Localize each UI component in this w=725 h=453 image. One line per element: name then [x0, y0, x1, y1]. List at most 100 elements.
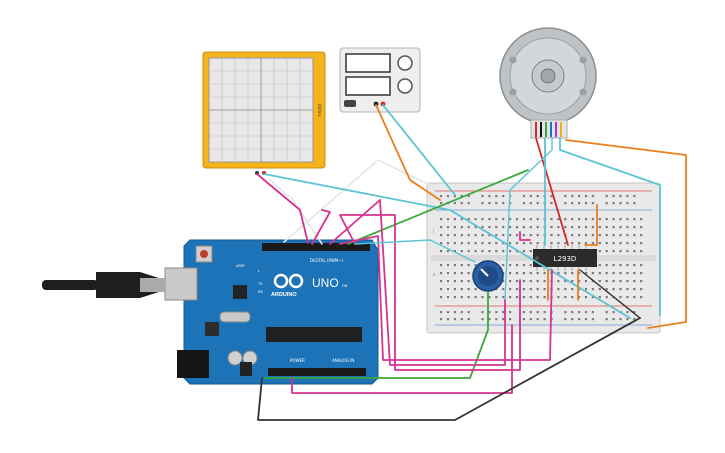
arduino-uno[interactable]: DIGITAL (PWM~) POWER ANALOG IN AREF ARDU… — [42, 239, 379, 385]
breadboard-hole[interactable] — [584, 272, 588, 275]
breadboard-hole[interactable] — [584, 288, 588, 291]
breadboard-hole[interactable] — [488, 318, 491, 321]
breadboard-hole[interactable] — [440, 195, 443, 198]
breadboard-hole[interactable] — [605, 202, 608, 205]
breadboard-hole[interactable] — [605, 242, 608, 245]
breadboard-hole[interactable] — [633, 234, 636, 237]
breadboard-hole[interactable] — [543, 318, 546, 321]
breadboard-hole[interactable] — [440, 280, 443, 283]
breadboard-hole[interactable] — [474, 242, 477, 245]
breadboard-hole[interactable] — [529, 195, 532, 198]
breadboard-hole[interactable] — [502, 195, 505, 198]
breadboard-hole[interactable] — [522, 218, 525, 221]
breadboard-hole[interactable] — [626, 234, 629, 237]
breadboard-hole[interactable] — [495, 202, 498, 205]
breadboard-hole[interactable] — [619, 242, 622, 245]
breadboard-hole[interactable] — [460, 311, 463, 314]
breadboard-hole[interactable] — [598, 218, 601, 221]
breadboard-hole[interactable] — [440, 264, 443, 267]
breadboard-hole[interactable] — [557, 280, 560, 283]
breadboard-hole[interactable] — [598, 226, 601, 229]
breadboard-hole[interactable] — [605, 250, 608, 253]
breadboard-hole[interactable] — [536, 242, 539, 245]
breadboard-hole[interactable] — [440, 202, 443, 205]
oscilloscope[interactable]: 100ms — [202, 51, 326, 175]
breadboard-hole[interactable] — [474, 264, 477, 267]
breadboard-hole[interactable] — [446, 195, 450, 198]
breadboard-hole[interactable] — [502, 234, 505, 237]
breadboard-hole[interactable] — [495, 250, 498, 253]
breadboard-hole[interactable] — [619, 218, 622, 221]
breadboard-hole[interactable] — [467, 250, 470, 253]
breadboard-hole[interactable] — [522, 318, 525, 321]
breadboard-hole[interactable] — [529, 226, 532, 229]
breadboard-hole[interactable] — [605, 318, 608, 321]
breadboard-hole[interactable] — [440, 226, 443, 229]
breadboard-hole[interactable] — [598, 280, 601, 283]
breadboard-hole[interactable] — [640, 296, 643, 299]
breadboard-hole[interactable] — [515, 296, 519, 299]
breadboard-hole[interactable] — [557, 288, 560, 291]
breadboard-hole[interactable] — [495, 311, 498, 314]
breadboard-hole[interactable] — [502, 318, 505, 321]
breadboard-hole[interactable] — [584, 218, 588, 221]
breadboard-hole[interactable] — [440, 296, 443, 299]
breadboard-hole[interactable] — [515, 272, 519, 275]
breadboard-hole[interactable] — [543, 280, 546, 283]
breadboard-hole[interactable] — [578, 288, 581, 291]
breadboard-hole[interactable] — [488, 226, 491, 229]
breadboard-hole[interactable] — [446, 272, 450, 275]
breadboard-hole[interactable] — [460, 264, 463, 267]
breadboard-hole[interactable] — [619, 318, 622, 321]
breadboard-hole[interactable] — [529, 288, 532, 291]
breadboard-hole[interactable] — [467, 202, 470, 205]
breadboard-hole[interactable] — [557, 296, 560, 299]
breadboard-hole[interactable] — [467, 234, 470, 237]
breadboard-hole[interactable] — [460, 288, 463, 291]
breadboard-hole[interactable] — [564, 280, 567, 283]
breadboard-hole[interactable] — [488, 296, 491, 299]
breadboard-hole[interactable] — [488, 234, 491, 237]
breadboard-hole[interactable] — [460, 195, 463, 198]
breadboard-hole[interactable] — [536, 296, 539, 299]
breadboard-hole[interactable] — [515, 280, 519, 283]
breadboard-hole[interactable] — [591, 226, 594, 229]
breadboard-hole[interactable] — [564, 202, 567, 205]
breadboard-hole[interactable] — [474, 218, 477, 221]
breadboard-hole[interactable] — [509, 318, 512, 321]
breadboard-hole[interactable] — [633, 264, 636, 267]
breadboard-hole[interactable] — [502, 288, 505, 291]
breadboard-hole[interactable] — [495, 195, 498, 198]
breadboard-hole[interactable] — [619, 296, 622, 299]
breadboard-hole[interactable] — [536, 218, 539, 221]
breadboard-hole[interactable] — [446, 234, 450, 237]
breadboard-hole[interactable] — [619, 288, 622, 291]
l293d-driver[interactable]: L293D — [533, 245, 597, 271]
breadboard-hole[interactable] — [522, 272, 525, 275]
breadboard-hole[interactable] — [502, 296, 505, 299]
breadboard-hole[interactable] — [598, 272, 601, 275]
breadboard-hole[interactable] — [619, 272, 622, 275]
breadboard-hole[interactable] — [515, 242, 519, 245]
breadboard-hole[interactable] — [522, 311, 525, 314]
breadboard-hole[interactable] — [626, 218, 629, 221]
breadboard-hole[interactable] — [619, 202, 622, 205]
breadboard-hole[interactable] — [460, 218, 463, 221]
breadboard-hole[interactable] — [633, 202, 636, 205]
breadboard-hole[interactable] — [529, 242, 532, 245]
breadboard-hole[interactable] — [564, 226, 567, 229]
breadboard-hole[interactable] — [605, 234, 608, 237]
breadboard-hole[interactable] — [626, 288, 629, 291]
breadboard-hole[interactable] — [605, 288, 608, 291]
breadboard-hole[interactable] — [633, 250, 636, 253]
breadboard-hole[interactable] — [440, 242, 443, 245]
breadboard-hole[interactable] — [564, 218, 567, 221]
breadboard-hole[interactable] — [502, 280, 505, 283]
breadboard-hole[interactable] — [502, 242, 505, 245]
breadboard-hole[interactable] — [584, 242, 588, 245]
breadboard-hole[interactable] — [578, 272, 581, 275]
breadboard-hole[interactable] — [612, 202, 615, 205]
breadboard-hole[interactable] — [440, 218, 443, 221]
breadboard-hole[interactable] — [529, 234, 532, 237]
breadboard-hole[interactable] — [453, 280, 456, 283]
